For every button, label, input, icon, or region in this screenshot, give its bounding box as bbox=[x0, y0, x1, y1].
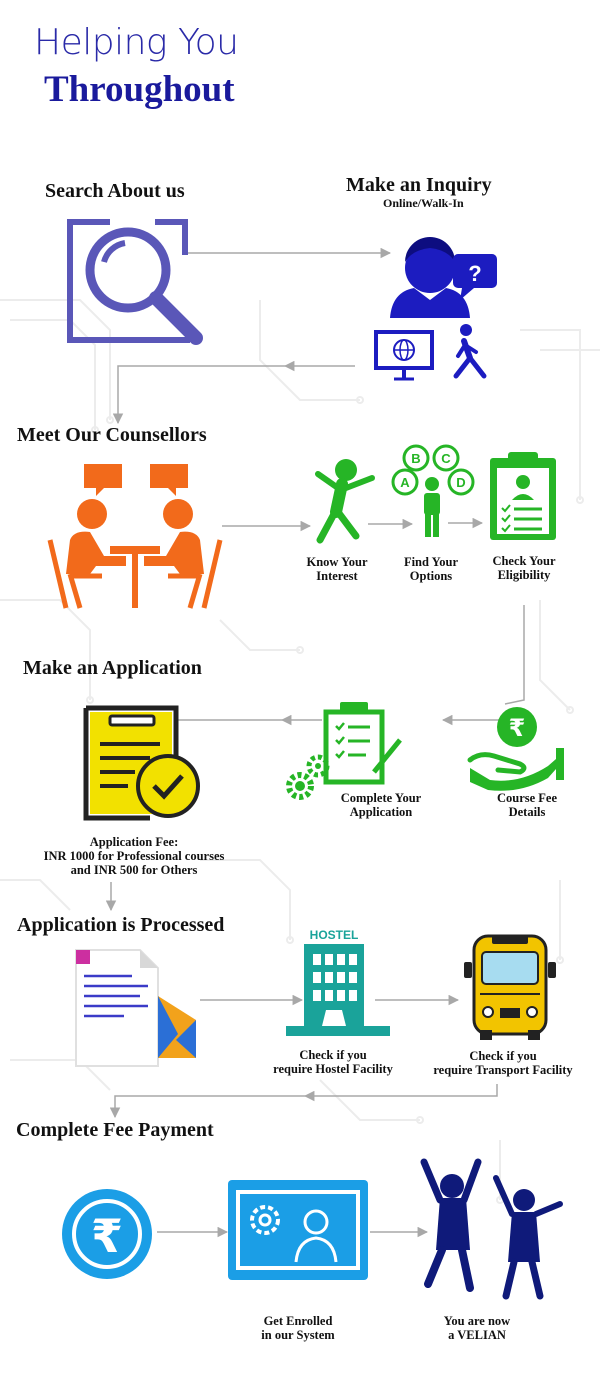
caption-line: in our System bbox=[261, 1328, 335, 1342]
search-about-us-title: Search About us bbox=[45, 180, 185, 202]
hostel-sign-text: HOSTEL bbox=[309, 928, 359, 942]
caption-line: You are now bbox=[443, 1314, 511, 1328]
svg-text:C: C bbox=[441, 451, 451, 466]
page-title-line2: Throughout bbox=[44, 69, 235, 110]
caption-line: Options bbox=[409, 569, 453, 583]
caption-line: Eligibility bbox=[497, 568, 551, 582]
clipboard-check-icon bbox=[490, 452, 556, 540]
caption-line: INR 1000 for Professional courses bbox=[43, 849, 225, 863]
course-fee-caption: Course Fee Details bbox=[482, 791, 572, 819]
options-abcd-icon: B C A D bbox=[391, 444, 475, 537]
application-fee-note: Application Fee: INR 1000 for Profession… bbox=[10, 835, 258, 877]
velian-caption: You are now a VELIAN bbox=[432, 1314, 522, 1342]
get-enrolled-caption: Get Enrolled in our System bbox=[246, 1314, 350, 1342]
caption-line: Check if you bbox=[469, 1049, 537, 1063]
walking-person-icon bbox=[453, 324, 487, 379]
application-processed-title: Application is Processed bbox=[17, 914, 225, 936]
svg-text:B: B bbox=[411, 451, 420, 466]
complete-fee-payment-title: Complete Fee Payment bbox=[16, 1119, 214, 1141]
caption-line: and INR 500 for Others bbox=[70, 863, 198, 877]
inquiry-subtitle: Online/Walk-In bbox=[383, 196, 464, 210]
hostel-facility-caption: Check if you require Hostel Facility bbox=[255, 1048, 411, 1076]
complete-application-caption: Complete Your Application bbox=[326, 791, 436, 819]
rupee-coin-icon: ₹ bbox=[62, 1189, 152, 1279]
caption-line: Know Your bbox=[306, 555, 368, 569]
caption-line: Interest bbox=[316, 569, 358, 583]
caption-line: a VELIAN bbox=[448, 1328, 506, 1342]
magnifier-icon bbox=[67, 219, 203, 345]
caption-line: Get Enrolled bbox=[263, 1314, 333, 1328]
svg-text:₹: ₹ bbox=[91, 1209, 123, 1263]
caption-line: Details bbox=[508, 805, 546, 819]
gears-clipboard-icon bbox=[286, 702, 402, 800]
meet-counsellors-title: Meet Our Counsellors bbox=[17, 424, 207, 446]
make-application-title: Make an Application bbox=[23, 657, 202, 679]
svg-text:?: ? bbox=[468, 261, 481, 286]
caption-line: Application bbox=[349, 805, 413, 819]
svg-text:A: A bbox=[400, 475, 410, 490]
caption-line: Course Fee bbox=[496, 791, 558, 805]
caption-line: Complete Your bbox=[340, 791, 422, 805]
find-options-caption: Find Your Options bbox=[394, 555, 468, 583]
check-eligibility-caption: Check Your Eligibility bbox=[484, 554, 564, 582]
school-bus-icon bbox=[464, 934, 556, 1040]
celebrating-people-icon bbox=[420, 1158, 563, 1300]
hostel-building-icon bbox=[286, 944, 390, 1036]
caption-line: require Transport Facility bbox=[433, 1063, 573, 1077]
svg-text:₹: ₹ bbox=[509, 714, 526, 742]
caption-line: Check if you bbox=[299, 1048, 367, 1062]
flow-connectors bbox=[105, 247, 525, 1238]
caption-line: Check Your bbox=[492, 554, 556, 568]
cheering-person-icon bbox=[315, 459, 375, 544]
caption-line: require Hostel Facility bbox=[273, 1062, 393, 1076]
document-envelope-icon bbox=[75, 949, 196, 1067]
make-inquiry-title: Make an Inquiry bbox=[346, 174, 492, 196]
rupee-hand-icon: ₹ bbox=[467, 707, 564, 791]
monitor-globe-icon bbox=[374, 330, 434, 381]
counselling-meeting-icon bbox=[47, 464, 223, 609]
svg-text:D: D bbox=[456, 475, 465, 490]
transport-facility-caption: Check if you require Transport Facility bbox=[414, 1049, 592, 1077]
user-question-icon: ? bbox=[390, 237, 497, 318]
page-title-line1: Helping You bbox=[34, 22, 239, 63]
form-check-icon bbox=[83, 705, 200, 821]
caption-line: Find Your bbox=[403, 555, 459, 569]
monitor-user-gear-icon bbox=[228, 1180, 368, 1280]
know-interest-caption: Know Your Interest bbox=[300, 555, 374, 583]
caption-line: Application Fee: bbox=[89, 835, 179, 849]
